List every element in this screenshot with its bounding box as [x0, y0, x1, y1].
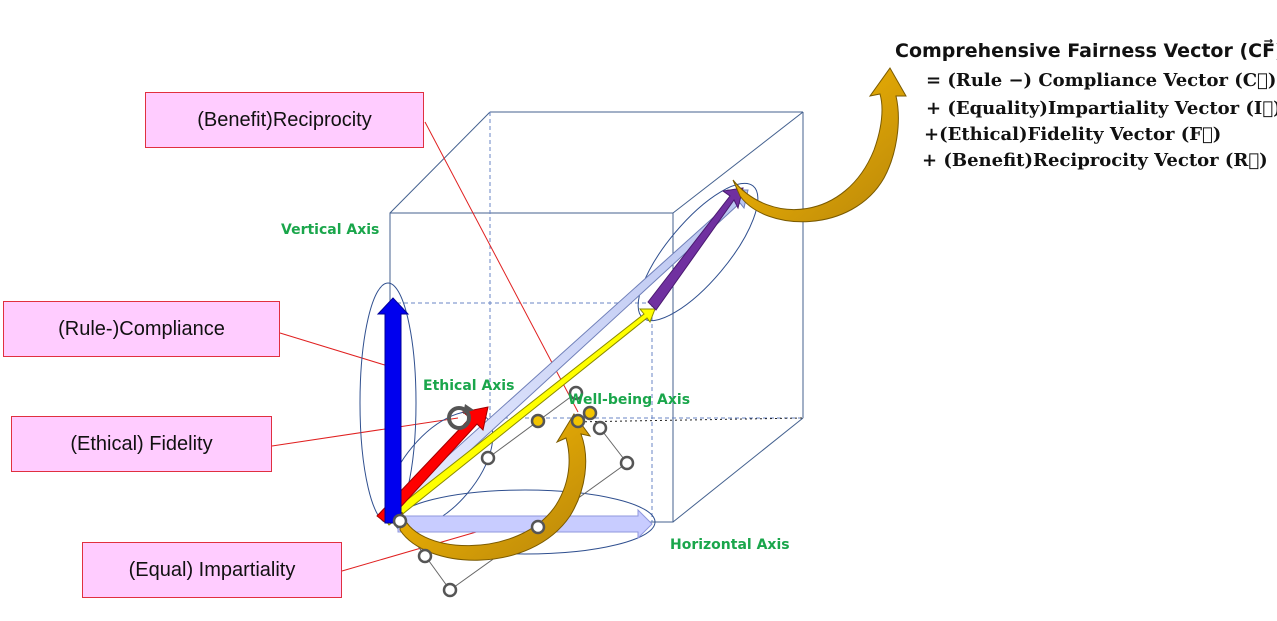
comprehensive-band [382, 189, 749, 525]
label-connectors [271, 121, 579, 572]
formula-line-4: +(Ethical)Fidelity Vector (F⃗) [924, 124, 1222, 145]
label-rule-compliance: (Rule-)Compliance [3, 301, 280, 357]
vertical-axis-label: Vertical Axis [281, 222, 380, 238]
label-ethical-fidelity: (Ethical) Fidelity [11, 416, 272, 472]
rotation-icon [447, 404, 474, 430]
wellbeing-axis-label: Well-being Axis [568, 392, 691, 408]
compliance-vector [376, 297, 410, 524]
label-equal-impartiality: (Equal) Impartiality [82, 542, 342, 598]
formula-line-1: Comprehensive Fairness Vector (CF⃗) [895, 40, 1277, 62]
comprehensive-fairness-vector [647, 187, 744, 311]
formula-line-3: + (Equality)Impartiality Vector (I⃗) [926, 98, 1277, 119]
formula-line-5: + (Benefit)Reciprocity Vector (R⃗) [922, 150, 1268, 171]
formula-line-2: = (Rule −) Compliance Vector (C⃗) [926, 70, 1277, 91]
curved-arrow-upper [732, 67, 907, 223]
reciprocity-vector [383, 308, 656, 526]
horizontal-axis-label: Horizontal Axis [670, 537, 790, 553]
label-benefit-reciprocity: (Benefit)Reciprocity [145, 92, 424, 148]
impartiality-vector [397, 508, 653, 540]
ethical-axis-label: Ethical Axis [423, 378, 515, 394]
nodes [392, 385, 635, 598]
